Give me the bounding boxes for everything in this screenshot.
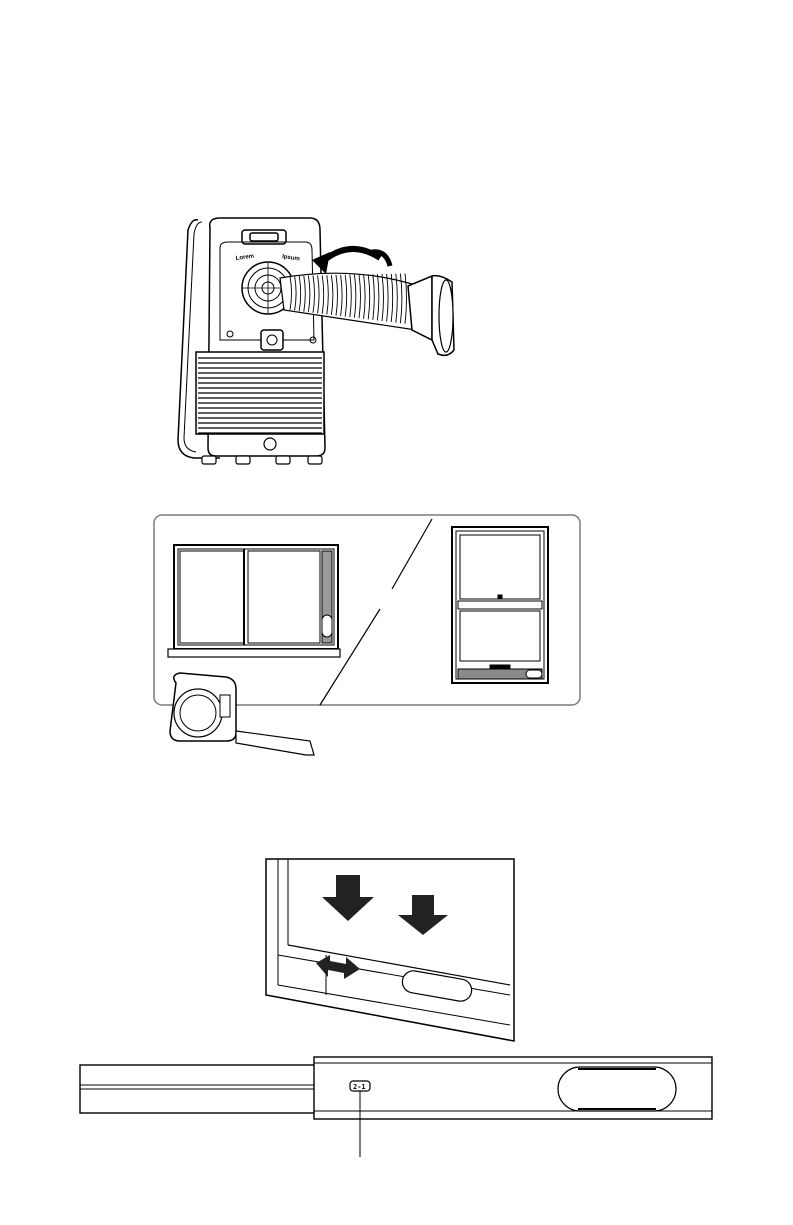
rotate-arrow-icon bbox=[312, 249, 390, 274]
sliding-window bbox=[168, 545, 340, 657]
ac-unit-hose-illustration: Lorem Ipsum bbox=[150, 200, 480, 480]
tape-measure-icon bbox=[170, 673, 314, 755]
window-kit-slider-part: 2-1 bbox=[60, 1045, 740, 1165]
double-hung-window bbox=[452, 527, 548, 683]
window-types-illustration bbox=[140, 505, 590, 775]
part-label: 2-1 bbox=[353, 1083, 366, 1091]
window-slider-closeup bbox=[250, 845, 530, 1055]
